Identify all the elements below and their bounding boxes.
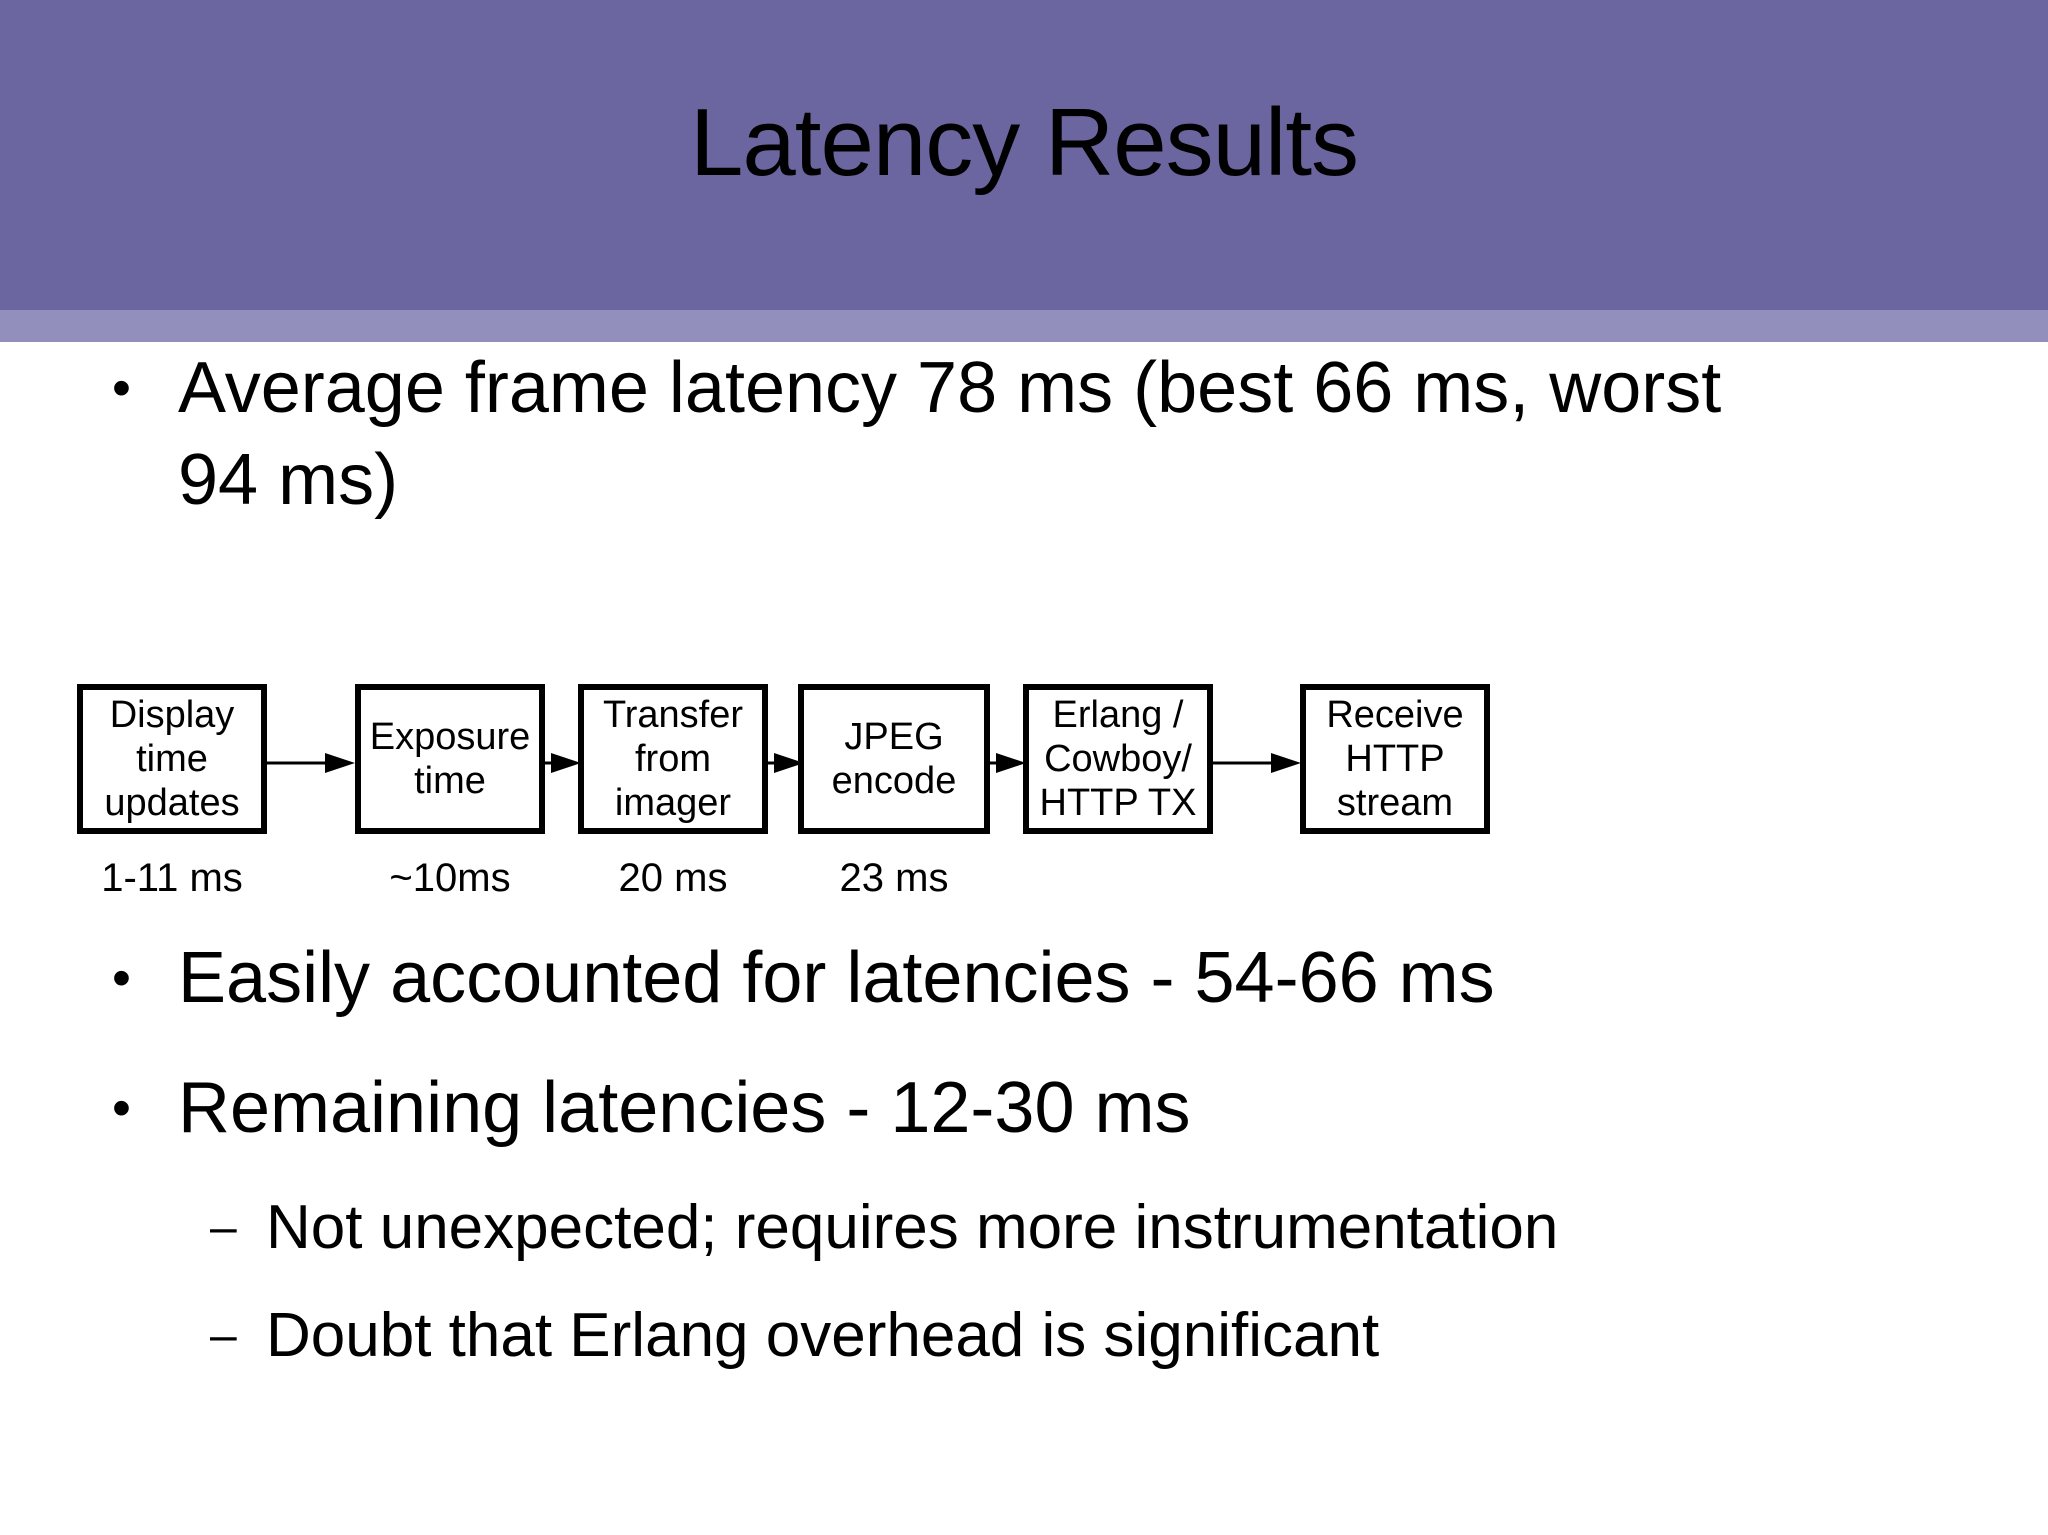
flow-box-line: Display (109, 694, 235, 736)
subbullet-text-doubt-erlang-overhead: Doubt that Erlang overhead is significan… (266, 1301, 1380, 1370)
bullet-item-average-latency: • Average frame latency 78 ms (best 66 m… (112, 342, 1798, 526)
page-title: Latency Results (689, 89, 1359, 196)
bullet-item-remaining-latencies: • Remaining latencies - 12-30 ms (112, 1062, 1190, 1154)
flow-label-exposure-time: ~10ms (389, 856, 511, 900)
flow-box-line: imager (614, 782, 732, 824)
flow-label-jpeg-encode: 23 ms (839, 856, 949, 900)
flow-box-line: updates (104, 782, 240, 824)
subbullet-item-doubt-erlang-overhead: – Doubt that Erlang overhead is signific… (210, 1295, 1379, 1377)
flow-box-erlang-cowboy-http-tx: Erlang / Cowboy/ HTTP TX (1023, 684, 1213, 834)
flow-box-line: stream (1336, 782, 1454, 824)
flow-box-line: Erlang / (1052, 694, 1184, 736)
latency-pipeline-diagram: Display time updates Exposure time Trans… (0, 672, 2048, 912)
bullet-marker-icon: • (112, 1078, 131, 1138)
flow-box-line: HTTP (1345, 738, 1445, 780)
subbullet-dash-icon: – (210, 1201, 237, 1254)
flow-box-line: time (136, 738, 208, 780)
bullet-item-easily-accounted: • Easily accounted for latencies - 54-66… (112, 932, 1495, 1024)
bullet-text-remaining-latencies: Remaining latencies - 12-30 ms (178, 1068, 1191, 1148)
subbullet-item-not-unexpected: – Not unexpected; requires more instrume… (210, 1187, 1558, 1269)
flow-box-line: Exposure (369, 716, 531, 758)
bullet-marker-icon: • (112, 948, 131, 1008)
flow-box-line: Transfer (602, 694, 744, 736)
flow-label-transfer-from-imager: 20 ms (618, 856, 728, 900)
flow-box-line: from (635, 738, 711, 780)
subbullet-text-not-unexpected: Not unexpected; requires more instrument… (266, 1193, 1559, 1262)
flow-arrow-icon (990, 752, 1026, 774)
bullet-marker-icon: • (112, 358, 131, 418)
flow-arrow-icon (267, 752, 355, 774)
flow-box-line: HTTP TX (1039, 782, 1197, 824)
flow-box-line: Receive (1326, 694, 1464, 736)
bullet-text-easily-accounted: Easily accounted for latencies - 54-66 m… (178, 938, 1495, 1018)
flow-box-transfer-from-imager: Transfer from imager (578, 684, 768, 834)
flow-label-display-time: 1-11 ms (101, 856, 243, 900)
slide-body: • Average frame latency 78 ms (best 66 m… (0, 342, 2048, 1535)
flow-box-line: time (414, 760, 486, 802)
flow-box-line: JPEG (844, 716, 944, 758)
slide-header-underbar (0, 310, 2048, 342)
slide-header-band (0, 0, 2048, 310)
flow-box-jpeg-encode: JPEG encode (798, 684, 990, 834)
flow-box-receive-http-stream: Receive HTTP stream (1300, 684, 1490, 834)
flow-box-line: encode (831, 760, 957, 802)
flow-arrow-icon (768, 752, 804, 774)
flow-box-line: Cowboy/ (1044, 738, 1192, 780)
flow-box-display-time-updates: Display time updates (77, 684, 267, 834)
flow-box-exposure-time: Exposure time (355, 684, 545, 834)
subbullet-dash-icon: – (210, 1309, 237, 1362)
flow-arrow-icon (1213, 752, 1301, 774)
flow-arrow-icon (545, 752, 581, 774)
bullet-text-average-latency: Average frame latency 78 ms (best 66 ms,… (178, 348, 1722, 520)
